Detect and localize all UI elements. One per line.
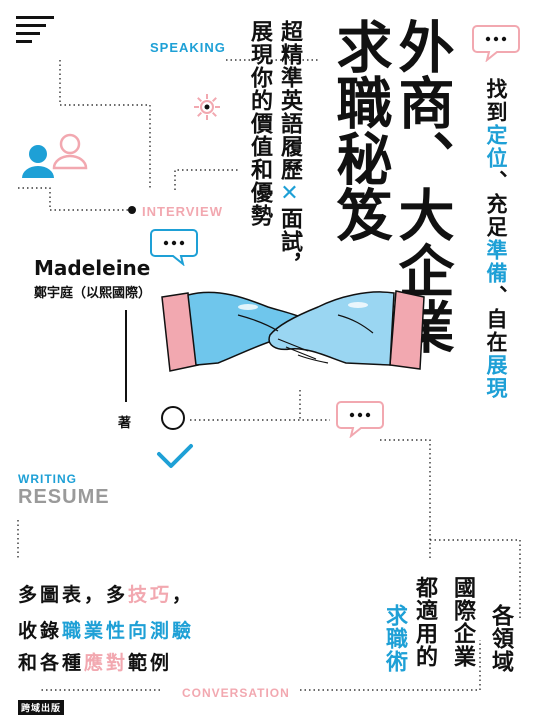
feature-highlight: 職業性向測驗 bbox=[62, 620, 195, 642]
lines-icon bbox=[16, 16, 54, 43]
label-writing: WRITING bbox=[18, 472, 77, 486]
feature-text: ， bbox=[172, 584, 195, 606]
feature-line2: 收錄職業性向測驗 bbox=[18, 616, 194, 643]
publisher-logo: 跨域出版 bbox=[18, 700, 65, 715]
cross-mark: ✕ bbox=[277, 181, 302, 207]
circle-icon bbox=[161, 406, 185, 430]
checkmark-icon bbox=[157, 444, 193, 468]
feature-text: 收錄 bbox=[18, 620, 63, 642]
speech-bubble-icon bbox=[150, 229, 198, 266]
tagline-part: 、充足 bbox=[484, 170, 508, 239]
author-name-zh: 鄭宇庭（以熙國際） bbox=[34, 286, 152, 301]
author-divider bbox=[125, 310, 127, 402]
label-speaking: SPEAKING bbox=[150, 40, 226, 55]
subtitle-line1: 超精準英語履歷✕面試， bbox=[276, 20, 302, 276]
feature-text: 範例 bbox=[128, 652, 173, 674]
speech-bubble-icon bbox=[336, 401, 384, 438]
speech-bubble-icon bbox=[472, 25, 520, 62]
scope-col4: 求職術 bbox=[382, 604, 407, 673]
tagline-part: 找到 bbox=[484, 78, 508, 124]
gear-icon bbox=[194, 94, 220, 120]
tagline: 找到定位、充足準備、自在展現 bbox=[484, 78, 508, 400]
handshake-illustration bbox=[161, 290, 425, 372]
author-name-en: Madeleine bbox=[34, 256, 151, 280]
tagline-highlight: 展現 bbox=[484, 354, 508, 400]
label-conversation: CONVERSATION bbox=[182, 686, 290, 700]
feature-highlight: 應對 bbox=[84, 652, 129, 674]
scope-col3: 都適用的 bbox=[412, 576, 437, 668]
feature-line1: 多圖表，多技巧， bbox=[18, 580, 194, 607]
scope-col1: 各領域 bbox=[488, 604, 513, 673]
author-role: 著 bbox=[118, 416, 132, 431]
subtitle-text-b: 面試， bbox=[277, 207, 302, 276]
tagline-part: 、自在 bbox=[484, 285, 508, 354]
label-resume: RESUME bbox=[18, 486, 110, 508]
tagline-highlight: 準備 bbox=[484, 239, 508, 285]
connector-dot bbox=[128, 206, 136, 214]
main-title-line2: 求職秘笈 bbox=[327, 18, 393, 242]
tagline-highlight: 定位 bbox=[484, 124, 508, 170]
feature-line3: 和各種應對範例 bbox=[18, 648, 172, 675]
label-interview: INTERVIEW bbox=[142, 204, 223, 219]
people-icon bbox=[22, 133, 88, 178]
feature-text: 多圖表，多 bbox=[18, 584, 129, 606]
feature-highlight: 技巧 bbox=[128, 584, 173, 606]
feature-text: 和各種 bbox=[18, 652, 85, 674]
scope-col2: 國際企業 bbox=[450, 576, 475, 668]
subtitle-line2: 展現你的價值和優勢 bbox=[247, 20, 272, 227]
subtitle-text-a: 超精準英語履歷 bbox=[277, 20, 302, 181]
